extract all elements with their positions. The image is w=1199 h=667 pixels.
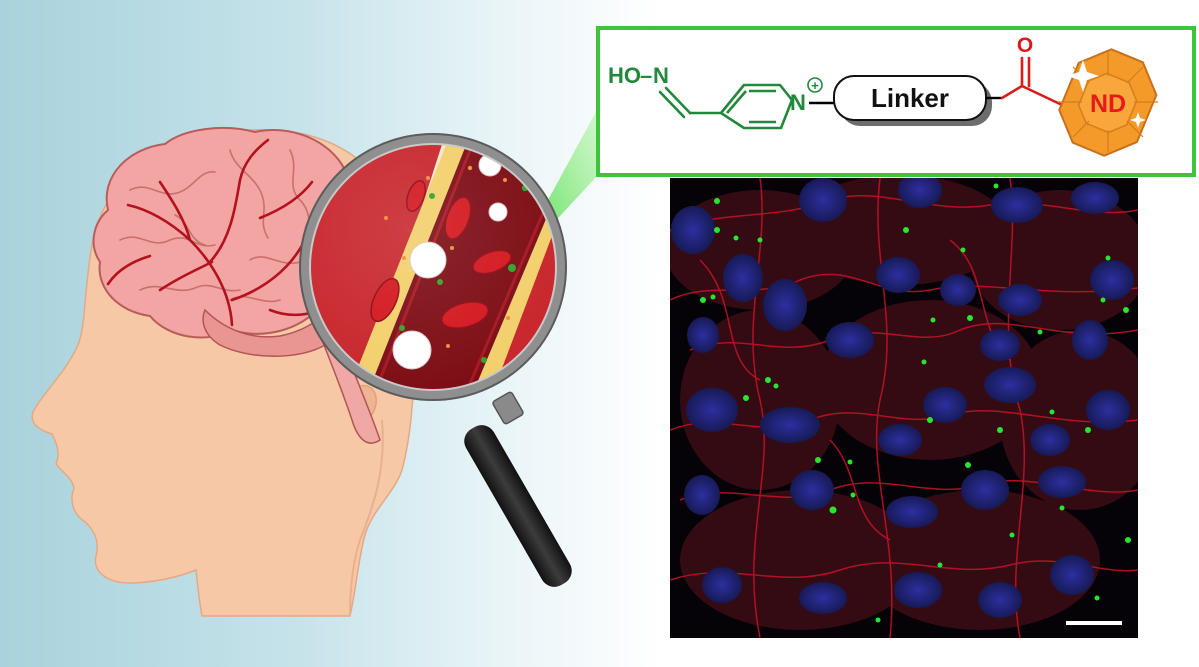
linker-label: Linker bbox=[871, 83, 949, 113]
positive-charge-label: + bbox=[811, 78, 819, 93]
magnifier-rim bbox=[300, 134, 566, 400]
oxime-bonds bbox=[658, 86, 723, 119]
nanodiamond-sparkle-icon: ND bbox=[1058, 48, 1158, 157]
nanodiamond-fluorescence bbox=[700, 183, 1131, 623]
brain-with-vessels-icon bbox=[92, 127, 381, 444]
magnifier-handle bbox=[464, 391, 572, 587]
positive-charge-icon bbox=[807, 77, 823, 93]
chemical-structure-panel: HO – N N + Linker bbox=[596, 26, 1196, 177]
pyridinium-ring bbox=[719, 83, 794, 130]
oxime-nitrogen-label: N bbox=[653, 63, 669, 88]
oxime-dash: – bbox=[640, 63, 652, 88]
scale-bar bbox=[1066, 621, 1122, 625]
oxygen-label: O bbox=[1017, 34, 1033, 57]
hydroxyl-label: HO bbox=[608, 63, 641, 88]
carbonyl-bonds bbox=[1000, 56, 1062, 106]
nanodiamond-label: ND bbox=[1090, 90, 1126, 118]
nuclei bbox=[671, 178, 1134, 618]
confocal-microscopy-image bbox=[670, 178, 1138, 638]
magnifying-glass-icon bbox=[299, 133, 572, 587]
pyridinium-nitrogen-label: N bbox=[790, 90, 806, 115]
